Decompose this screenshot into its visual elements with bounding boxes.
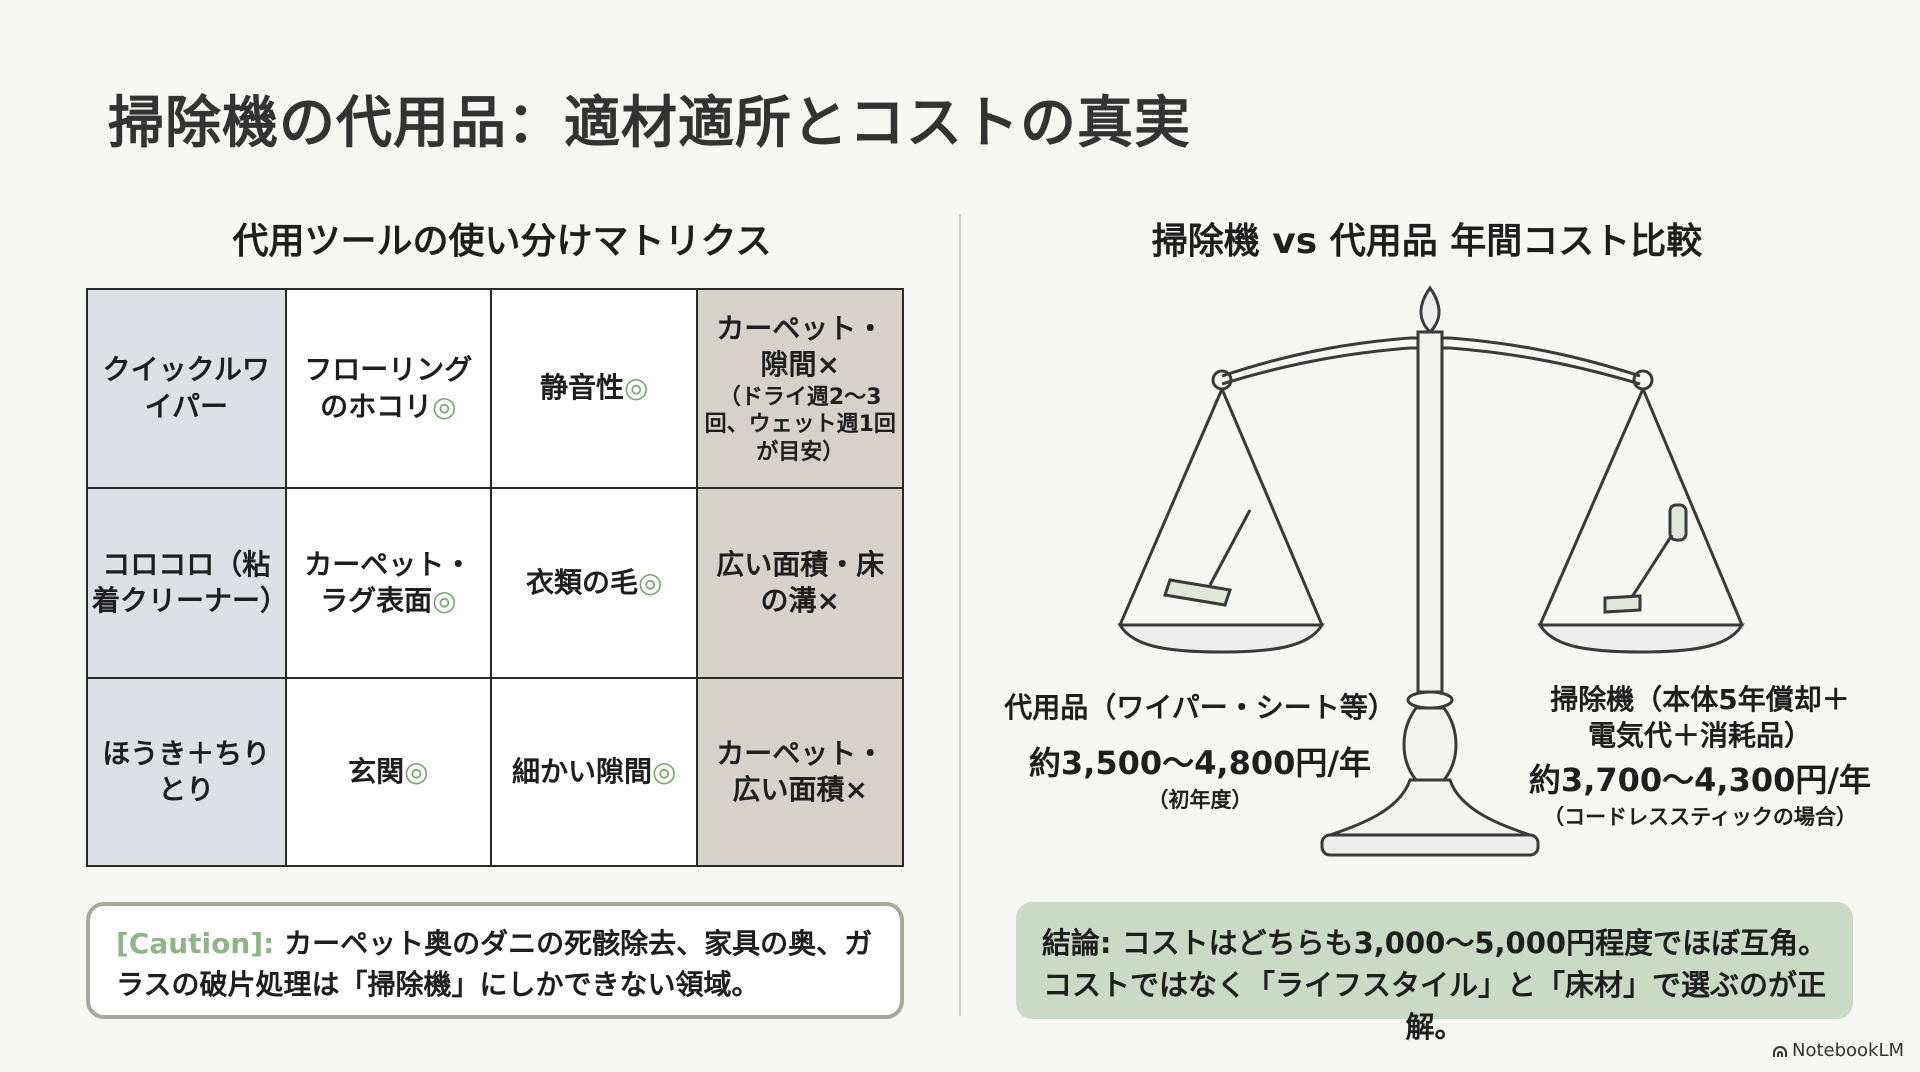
balance-scale-illustration bbox=[1117, 285, 1745, 857]
matrix-row: コロコロ（粘着クリーナー）カーペット・ラグ表面◎衣類の毛◎広い面積・床の溝× bbox=[86, 487, 904, 679]
double-circle-mark-icon: ◎ bbox=[652, 754, 677, 788]
conclusion-line2: コストではなく「ライフスタイル」と「床材」で選ぶのが正解。 bbox=[1042, 968, 1826, 1045]
usage-matrix: クイックルワイパーフローリングのホコリ◎静音性◎カーペット・隙間×（ドライ週2〜… bbox=[86, 288, 904, 867]
vacuum-name-line2: 電気代＋消耗品） bbox=[1587, 719, 1812, 753]
strength-cell-1: フローリングのホコリ◎ bbox=[284, 288, 493, 489]
matrix-subtitle: 代用ツールの使い分けマトリクス bbox=[232, 221, 772, 262]
strength-cell-2: 静音性◎ bbox=[490, 288, 699, 489]
caution-box: [Caution]: カーペット奥のダニの死骸除去、家具の奥、ガラスの破片処理は… bbox=[86, 902, 904, 1019]
matrix-row: クイックルワイパーフローリングのホコリ◎静音性◎カーペット・隙間×（ドライ週2〜… bbox=[86, 288, 904, 489]
conclusion-box: 結論: コストはどちらも3,000〜5,000円程度でほぼ互角。 コストではなく… bbox=[1016, 902, 1853, 1044]
cell-text: 衣類の毛 bbox=[526, 565, 639, 599]
vacuum-cost-label: 掃除機（本体5年償却＋ 電気代＋消耗品） 約3,700〜4,300円/年 （コー… bbox=[1500, 682, 1900, 831]
right-pan bbox=[1537, 388, 1745, 654]
cell-text: カーペット・ラグ表面 bbox=[304, 547, 473, 617]
cell-text: 広い面積・床の溝× bbox=[716, 547, 885, 617]
column-divider bbox=[959, 214, 961, 1016]
strength-cell-2: 細かい隙間◎ bbox=[490, 677, 699, 867]
conclusion-line1: 結論: コストはどちらも3,000〜5,000円程度でほぼ互角。 bbox=[1041, 926, 1828, 960]
alternative-price: 約3,500〜4,800円/年 bbox=[1028, 744, 1372, 783]
cell-text: フローリングのホコリ bbox=[304, 353, 473, 423]
weakness-cell: 広い面積・床の溝× bbox=[696, 487, 904, 679]
cell-text: カーペット・隙間× bbox=[716, 311, 885, 382]
cell-text: クイックルワイパー bbox=[102, 353, 270, 423]
frequency-note: （ドライ週2〜3回、ウェット週1回が目安） bbox=[704, 384, 896, 465]
cell-text: 細かい隙間 bbox=[512, 754, 653, 788]
double-circle-mark-icon: ◎ bbox=[432, 389, 457, 423]
alternative-cost-label: 代用品（ワイパー・シート等） 約3,500〜4,800円/年 （初年度） bbox=[990, 690, 1410, 814]
tool-name-cell: コロコロ（粘着クリーナー） bbox=[86, 487, 289, 679]
weakness-cell: カーペット・隙間×（ドライ週2〜3回、ウェット週1回が目安） bbox=[696, 288, 904, 489]
cost-subtitle: 掃除機 vs 代用品 年間コスト比較 bbox=[1151, 221, 1703, 262]
cell-text: コロコロ（粘着クリーナー） bbox=[92, 547, 289, 617]
tool-name-cell: クイックルワイパー bbox=[86, 288, 287, 489]
cell-text: ほうき＋ちりとり bbox=[102, 736, 271, 806]
strength-cell-1: カーペット・ラグ表面◎ bbox=[284, 487, 493, 679]
vacuum-note: （コードレススティックの場合） bbox=[1543, 804, 1857, 829]
notebooklm-branding: NotebookLM bbox=[1772, 1040, 1904, 1061]
vacuum-name-line1: 掃除機（本体5年償却＋ bbox=[1550, 683, 1850, 716]
matrix-row: ほうき＋ちりとり玄関◎細かい隙間◎カーペット・広い面積× bbox=[86, 677, 904, 867]
alternative-note: （初年度） bbox=[1147, 788, 1253, 813]
strength-cell-2: 衣類の毛◎ bbox=[490, 487, 699, 679]
double-circle-mark-icon: ◎ bbox=[638, 565, 663, 599]
tool-name-cell: ほうき＋ちりとり bbox=[86, 677, 287, 867]
double-circle-mark-icon: ◎ bbox=[432, 584, 457, 617]
cell-text: 玄関 bbox=[348, 754, 405, 788]
vacuum-price: 約3,700〜4,300円/年 bbox=[1528, 760, 1872, 799]
left-pan bbox=[1117, 388, 1325, 654]
scale-pillar bbox=[1320, 330, 1540, 857]
weakness-cell: カーペット・広い面積× bbox=[696, 677, 904, 867]
wiper-mop-icon bbox=[1163, 509, 1252, 607]
cell-text: 静音性 bbox=[540, 371, 625, 405]
cell-text: カーペット・広い面積× bbox=[716, 736, 885, 806]
double-circle-mark-icon: ◎ bbox=[404, 754, 429, 788]
strength-cell-1: 玄関◎ bbox=[284, 677, 493, 867]
notebooklm-logo-icon bbox=[1773, 1045, 1787, 1057]
branding-text: NotebookLM bbox=[1792, 1040, 1905, 1061]
alternative-name: 代用品（ワイパー・シート等） bbox=[1004, 691, 1396, 724]
double-circle-mark-icon: ◎ bbox=[624, 371, 649, 405]
caution-text: カーペット奥のダニの死骸除去、家具の奥、ガラスの破片処理は「掃除機」にしかできな… bbox=[116, 927, 873, 1001]
caution-tag: [Caution]: bbox=[116, 927, 275, 960]
page-title: 掃除機の代用品：適材適所とコストの真実 bbox=[108, 91, 1191, 156]
stick-vacuum-icon bbox=[1603, 503, 1688, 614]
